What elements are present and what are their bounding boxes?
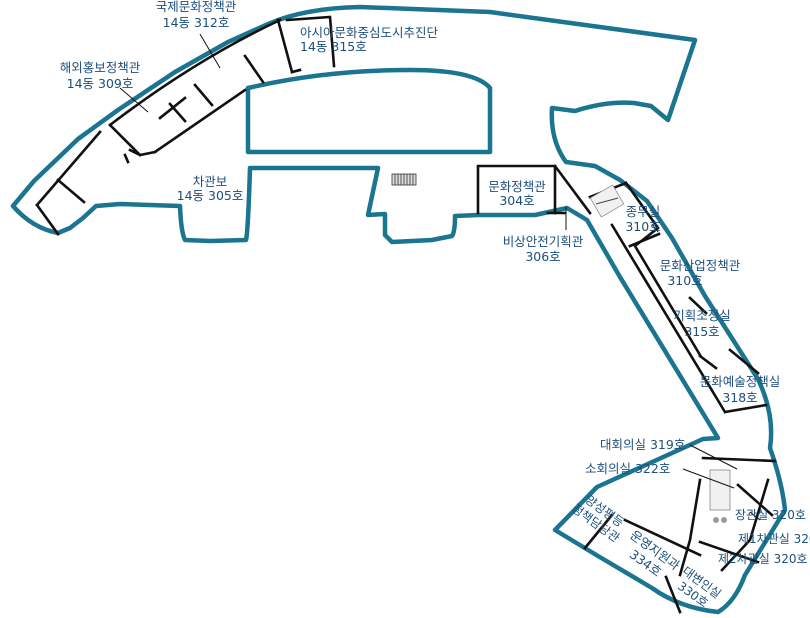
label-culture-arts-room: 318호 (722, 390, 757, 405)
label-second-vice: 제2차관실 320호 (718, 552, 808, 566)
label-emergency-planning-room: 306호 (525, 249, 560, 264)
label-culture-policy-room: 304호 (499, 193, 534, 208)
label-planning-coord-name: 기획조정실 (673, 308, 731, 323)
label-culture-industry-name: 문화산업정책관 (660, 258, 741, 273)
label-first-vice: 제1차관실 320호 (738, 532, 810, 546)
building-outline-main (10, 4, 788, 615)
label-large-conference: 대회의실 319호 (600, 437, 685, 452)
courtyard-outline (245, 67, 493, 155)
stairs-icon (391, 173, 417, 186)
label-operations-support: 운영지원과 334호 (627, 527, 683, 579)
label-planning-coord-room: 315호 (684, 324, 719, 339)
label-minister: 장관실 320호 (735, 508, 806, 522)
label-culture-industry-room: 310호 (667, 273, 702, 288)
label-small-conference: 소회의실 322호 (585, 461, 670, 476)
label-general-affairs-room: 310호 (625, 219, 660, 234)
label-general-affairs-name: 종무실 (626, 204, 661, 219)
label-vice-minister-room: 14동 305호 (177, 188, 244, 203)
label-culture-arts-name: 문화예술정책실 (700, 374, 781, 389)
stairs-icon (589, 184, 625, 218)
label-asia-culture-room: 14동 315호 (300, 39, 367, 54)
label-emergency-planning-name: 비상안전기획관 (503, 234, 584, 249)
label-gender-equality: 양성평등 정책담당관 (569, 492, 626, 545)
label-vice-minister-name: 차관보 (193, 174, 228, 189)
restroom-icon (709, 469, 731, 523)
label-asia-culture-name: 아시아문화중심도시추진단 (300, 25, 439, 40)
interior-walls (35, 15, 777, 614)
label-overseas-pr-room: 14동 309호 (67, 76, 134, 91)
label-overseas-pr-name: 해외홍보정책관 (60, 60, 141, 75)
label-culture-policy-name: 문화정책관 (488, 179, 546, 194)
leader-lines (119, 33, 761, 521)
label-intl-culture-room: 14동 312호 (163, 15, 230, 30)
label-intl-culture-name: 국제문화정책관 (156, 0, 237, 14)
